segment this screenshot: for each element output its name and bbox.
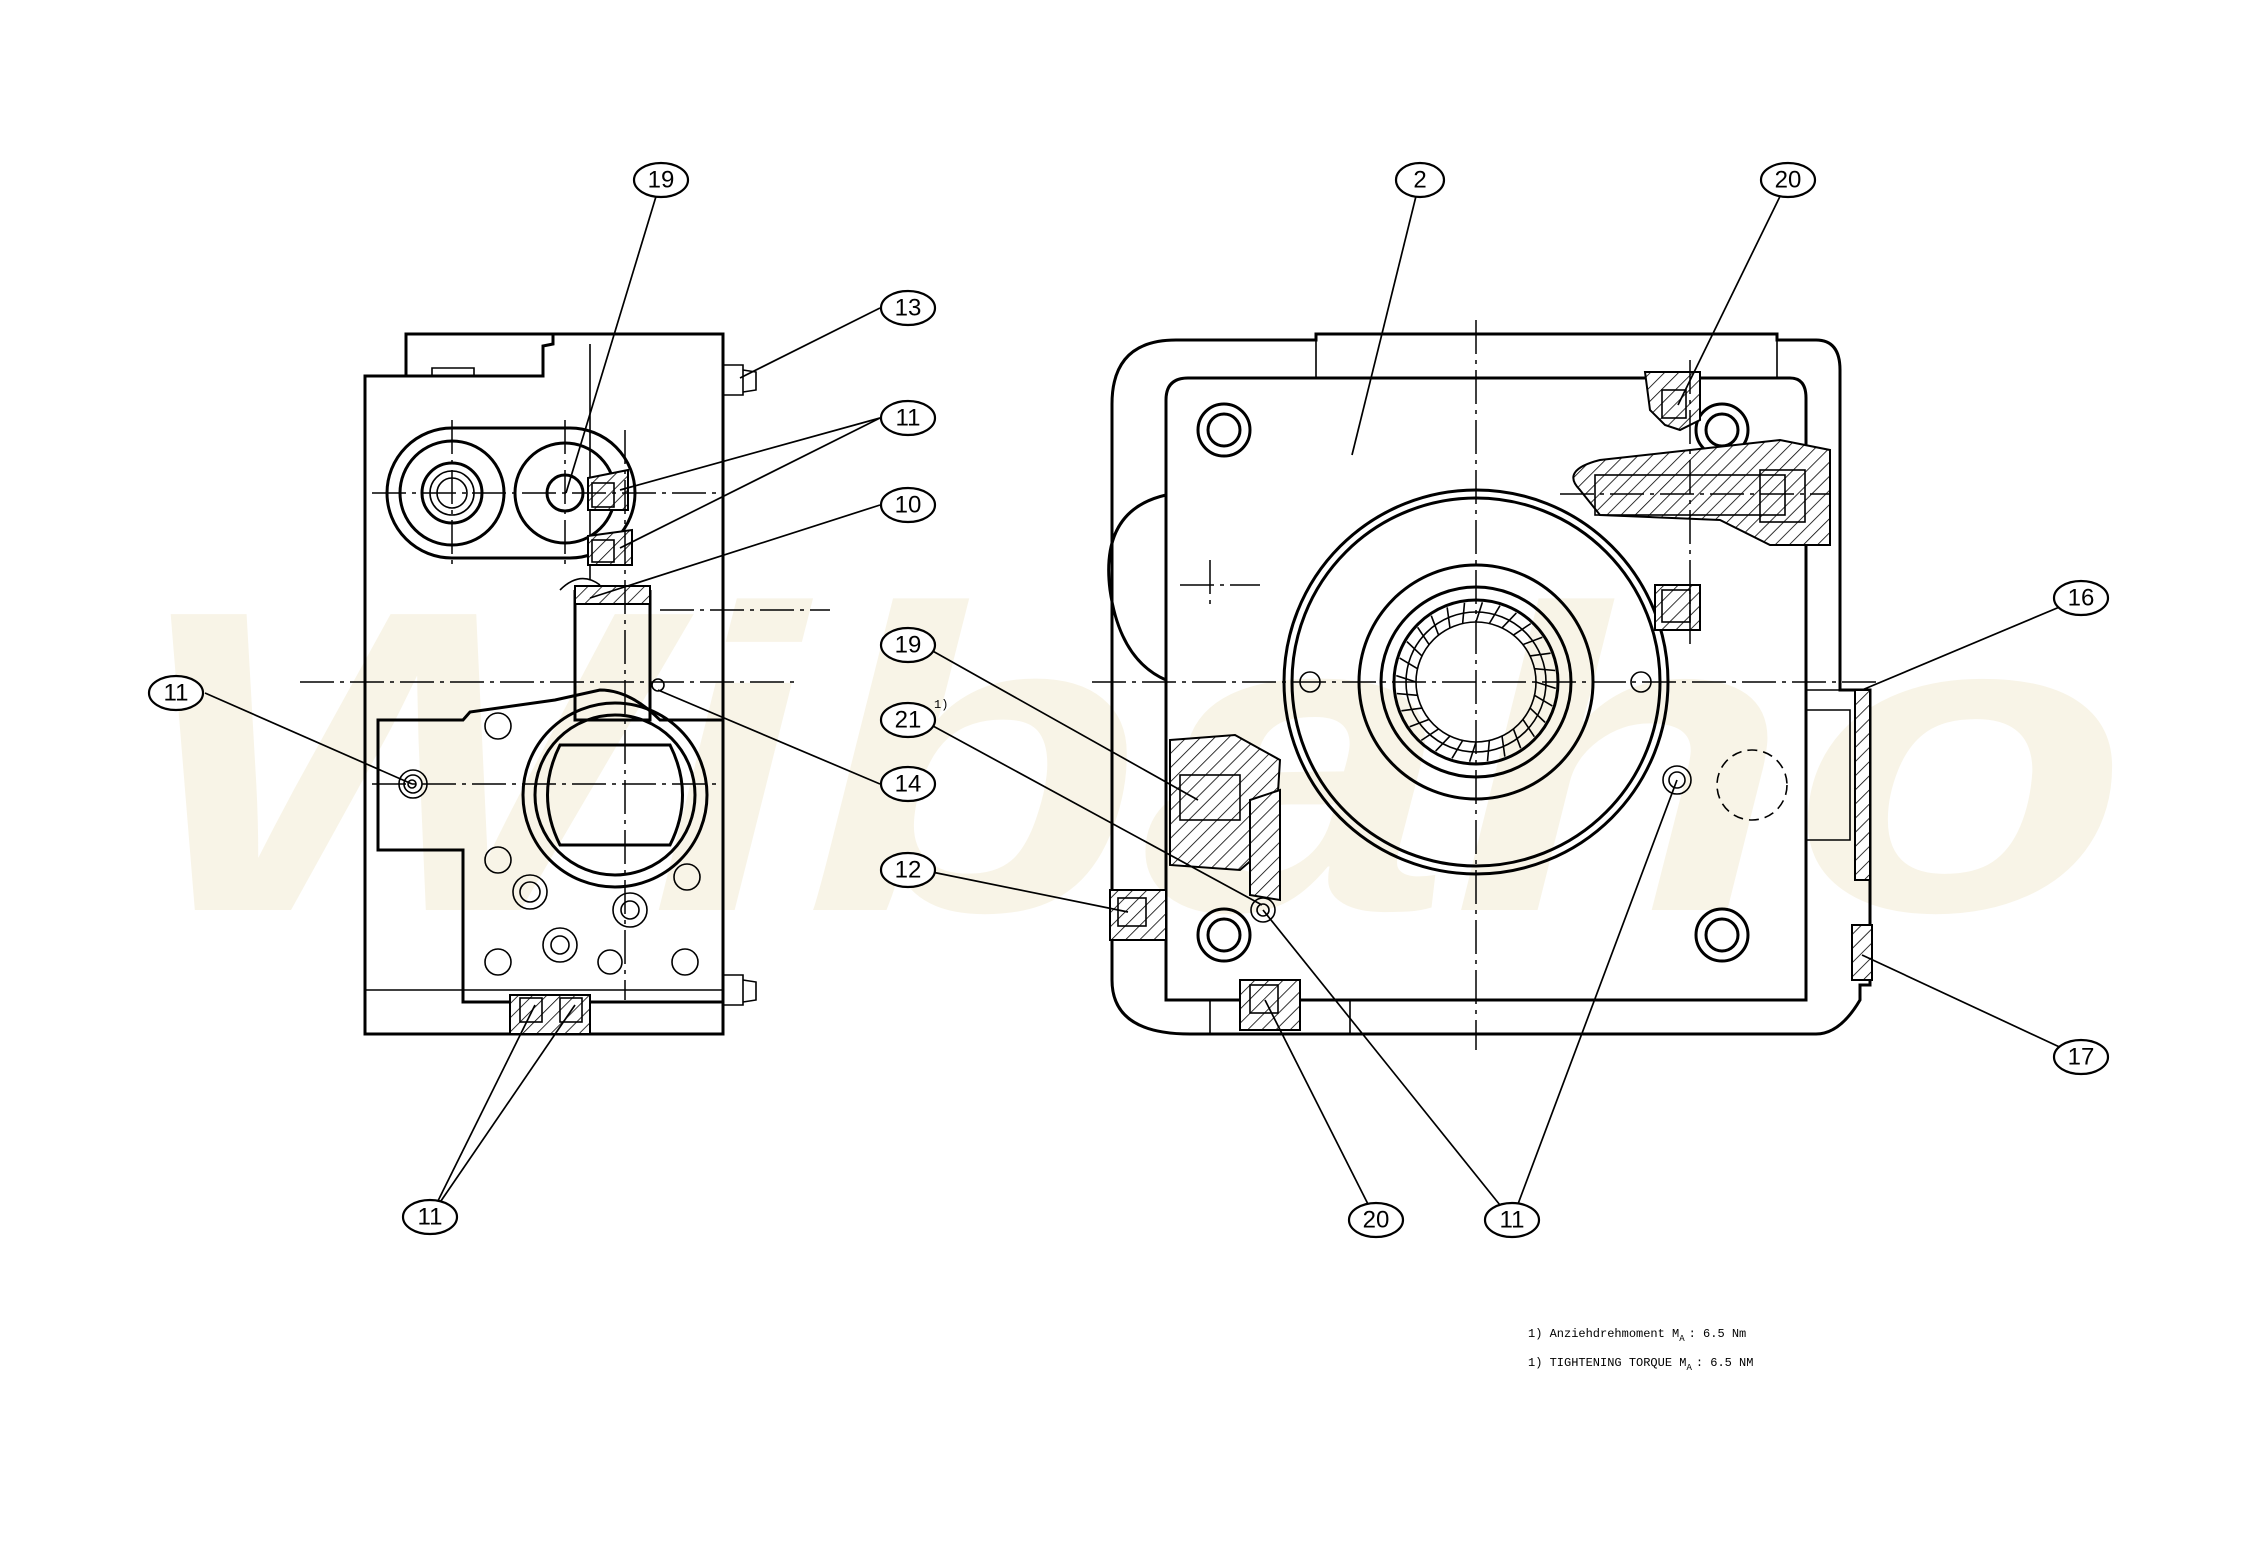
callout-21-footnote-mark: 1) xyxy=(934,698,948,712)
callout-right-21: 21 xyxy=(879,701,937,739)
callout-left-11-side: 11 xyxy=(147,674,205,712)
spline-tooth xyxy=(1446,607,1451,629)
svg-text:17: 17 xyxy=(2068,1044,2095,1071)
spline-tooth xyxy=(1529,707,1546,723)
svg-text:11: 11 xyxy=(418,1204,443,1231)
leader-lines xyxy=(204,179,2082,1221)
svg-text:20: 20 xyxy=(1775,167,1802,194)
spline-tooth xyxy=(1435,735,1451,752)
spline-tooth xyxy=(1534,694,1553,707)
spline-tooth xyxy=(1512,622,1532,636)
svg-text:11: 11 xyxy=(1500,1207,1525,1234)
footnote-en: 1) TIGHTENING TORQUE MA: 6.5 NM xyxy=(1528,1356,1753,1373)
footnote-de: 1) Anziehdrehmoment MA: 6.5 Nm xyxy=(1528,1327,1746,1344)
spline-tooth xyxy=(1451,740,1464,759)
svg-text:13: 13 xyxy=(895,295,922,322)
left-view xyxy=(300,332,830,1036)
spline-tooth xyxy=(1501,612,1517,629)
spline-tooth xyxy=(1529,652,1551,657)
spline-tooth xyxy=(1512,728,1522,749)
spline-tooth xyxy=(1399,657,1418,670)
svg-text:19: 19 xyxy=(648,167,675,194)
spline-teeth xyxy=(1396,602,1556,762)
spline-tooth xyxy=(1416,626,1430,646)
footnotes: 1) Anziehdrehmoment MA: 6.5 Nm 1) TIGHTE… xyxy=(1528,1327,1753,1373)
callout-right-20-bottom: 20 xyxy=(1347,1201,1405,1239)
callout-right-2: 2 xyxy=(1394,161,1446,199)
svg-text:20: 20 xyxy=(1363,1207,1390,1234)
svg-text:10: 10 xyxy=(895,492,922,519)
spline-tooth xyxy=(1501,735,1506,757)
spline-tooth xyxy=(1461,602,1466,624)
callout-right-19: 19 xyxy=(879,626,937,664)
callout-left-11-bottom: 11 xyxy=(401,1198,459,1236)
spline-tooth xyxy=(1409,718,1430,728)
spline-tooth xyxy=(1486,740,1491,762)
spline-tooth xyxy=(1401,707,1423,712)
spline-tooth xyxy=(1535,681,1556,690)
svg-text:14: 14 xyxy=(895,771,922,798)
spline-tooth xyxy=(1430,615,1440,636)
callout-right-12: 12 xyxy=(879,851,937,889)
callout-left-13: 13 xyxy=(879,289,937,327)
callout-left-19: 19 xyxy=(632,161,690,199)
spline-tooth xyxy=(1420,728,1440,742)
svg-text:12: 12 xyxy=(895,857,922,884)
callout-right-20-top: 20 xyxy=(1759,161,1817,199)
spline-tooth xyxy=(1396,692,1418,697)
svg-text:21: 21 xyxy=(895,707,922,734)
svg-text:19: 19 xyxy=(895,632,922,659)
callout-right-17: 17 xyxy=(2052,1038,2110,1076)
callout-left-10: 10 xyxy=(879,486,937,524)
spline-tooth xyxy=(1488,605,1501,624)
svg-text:2: 2 xyxy=(1413,167,1426,194)
spline-tooth xyxy=(1534,667,1556,672)
spline-tooth xyxy=(1396,674,1417,683)
spline-tooth xyxy=(1522,636,1543,646)
callout-right-11-bottom: 11 xyxy=(1483,1201,1541,1239)
svg-text:16: 16 xyxy=(2068,585,2095,612)
callout-left-14: 14 xyxy=(879,765,937,803)
spline-tooth xyxy=(1475,602,1484,623)
callout-left-11-top: 11 xyxy=(879,399,937,437)
spline-tooth xyxy=(1522,718,1536,738)
callout-right-16: 16 xyxy=(2052,579,2110,617)
svg-text:11: 11 xyxy=(164,680,189,707)
spline-tooth xyxy=(1406,641,1423,657)
spline-tooth xyxy=(1468,741,1477,762)
svg-text:11: 11 xyxy=(896,405,921,432)
